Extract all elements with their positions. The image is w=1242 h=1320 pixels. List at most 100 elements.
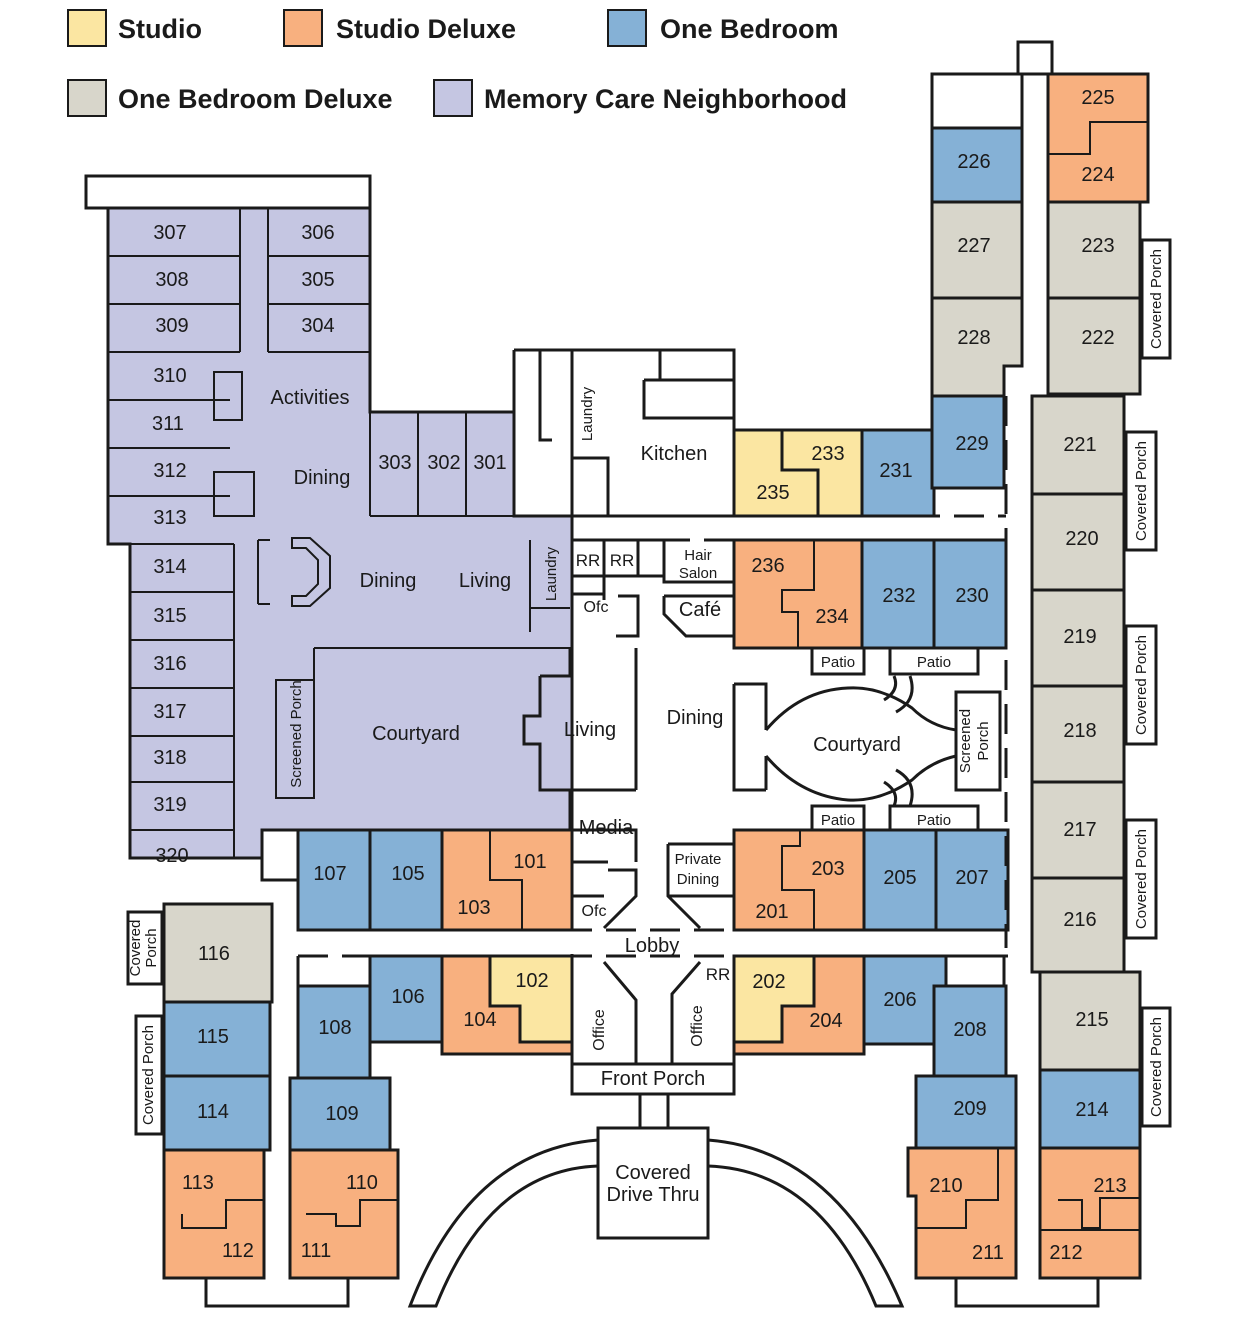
space-patio-1: Patio [821,654,855,671]
legend-label-one-bedroom-deluxe: One Bedroom Deluxe [118,84,393,114]
space-media: Media [579,817,634,839]
legend-swatch-memory-care [433,79,473,117]
unit-219: 219 [1063,626,1096,648]
unit-304: 304 [301,315,334,337]
space-rr-3: RR [706,965,731,984]
unit-218-shape [1030,684,1126,784]
unit-203: 203 [811,858,844,880]
space-private-dining-1: Private [675,851,722,868]
unit-319: 319 [153,794,186,816]
unit-233: 233 [811,443,844,465]
space-courtyard-mc: Courtyard [372,723,460,745]
space-patio-4: Patio [917,812,951,829]
unit-309: 309 [155,315,188,337]
unit-217-shape [1030,780,1126,880]
unit-107: 107 [313,863,346,885]
space-office-1: Office [591,1009,608,1051]
space-activities: Activities [271,387,350,409]
legend-swatch-studio-deluxe [283,9,323,47]
unit-211: 211 [972,1242,1004,1264]
unit-109: 109 [325,1103,358,1125]
unit-314: 314 [153,556,186,578]
space-hair-salon-1: Hair [684,547,712,564]
unit-112: 112 [222,1240,254,1262]
unit-231: 231 [879,460,912,482]
space-patio-2: Patio [917,654,951,671]
unit-234: 234 [815,606,848,628]
unit-316: 316 [153,653,186,675]
unit-312: 312 [153,460,186,482]
unit-229-shape [930,394,1006,490]
unit-201: 201 [755,901,788,923]
unit-110-111-shape [288,1148,400,1280]
east-wing: 226 227 228 229 225 224 223 222 221 220 … [930,40,1172,1280]
space-rr-2: RR [610,551,635,570]
unit-320: 320 [155,845,188,867]
space-living: Living [564,719,616,741]
unit-222: 222 [1081,327,1114,349]
unit-230-shape [932,538,1008,650]
unit-116: 116 [198,943,230,965]
unit-215: 215 [1075,1009,1108,1031]
unit-113: 113 [182,1172,214,1194]
unit-113-112-shape [162,1148,266,1280]
unit-302: 302 [427,452,460,474]
unit-114: 114 [197,1101,229,1123]
unit-111: 111 [301,1240,331,1262]
unit-207: 207 [955,867,988,889]
space-screened-porch-e-1: Screened [957,709,974,773]
central-core: Laundry Kitchen RR RR Ofc Hair Salon Caf… [407,348,905,1308]
legend-label-one-bedroom: One Bedroom [660,14,839,44]
unit-205: 205 [883,867,916,889]
space-screened-porch-w: Screened Porch [288,680,305,788]
unit-212: 212 [1049,1242,1082,1264]
space-dining: Dining [667,707,724,729]
space-dining-mc-1: Dining [294,467,351,489]
unit-101: 101 [513,851,546,873]
space-rr-1: RR [576,551,601,570]
unit-226: 226 [957,151,990,173]
space-kitchen: Kitchen [641,443,708,465]
unit-116-shape [162,902,274,1004]
unit-110: 110 [346,1172,378,1194]
unit-215-shape [1038,970,1142,1072]
east-courtyard: Courtyard Screened Porch Patio Patio Pat… [764,646,1002,834]
space-dining-mc-2: Dining [360,570,417,592]
unit-229: 229 [955,433,988,455]
covered-porch-215: Covered Porch [1148,1017,1165,1117]
space-screened-porch-e-2: Porch [975,721,992,760]
unit-213: 213 [1093,1175,1126,1197]
covered-porch-115: Covered Porch [140,1025,157,1125]
unit-205-shape [862,828,938,932]
space-hair-salon-2: Salon [679,565,717,582]
unit-105: 105 [391,863,424,885]
unit-223: 223 [1081,235,1114,257]
corridor-lines [296,74,1050,986]
unit-232: 232 [882,585,915,607]
legend-swatch-one-bedroom-deluxe [67,79,107,117]
covered-porch-116-1: Covered [127,920,144,977]
south-west-units: 107 105 103 101 106 104 102 108 109 110 … [126,828,574,1308]
unit-220-shape [1030,492,1126,592]
space-front-porch: Front Porch [601,1068,705,1090]
unit-204: 204 [809,1010,842,1032]
unit-307: 307 [153,222,186,244]
unit-210: 210 [929,1175,962,1197]
legend-label-studio: Studio [118,14,202,44]
unit-202: 202 [752,971,785,993]
space-covered-drive-2: Drive Thru [607,1184,700,1206]
unit-102: 102 [515,970,548,992]
covered-porch-217: Covered Porch [1133,829,1150,929]
unit-231-shape [860,428,936,518]
unit-108: 108 [318,1017,351,1039]
unit-115: 115 [197,1026,229,1048]
unit-318: 318 [153,747,186,769]
unit-104: 104 [463,1009,496,1031]
unit-208: 208 [953,1019,986,1041]
unit-305: 305 [301,269,334,291]
unit-301: 301 [473,452,506,474]
legend-swatch-one-bedroom [607,9,647,47]
unit-225: 225 [1081,87,1114,109]
unit-208-shape [932,984,1008,1078]
